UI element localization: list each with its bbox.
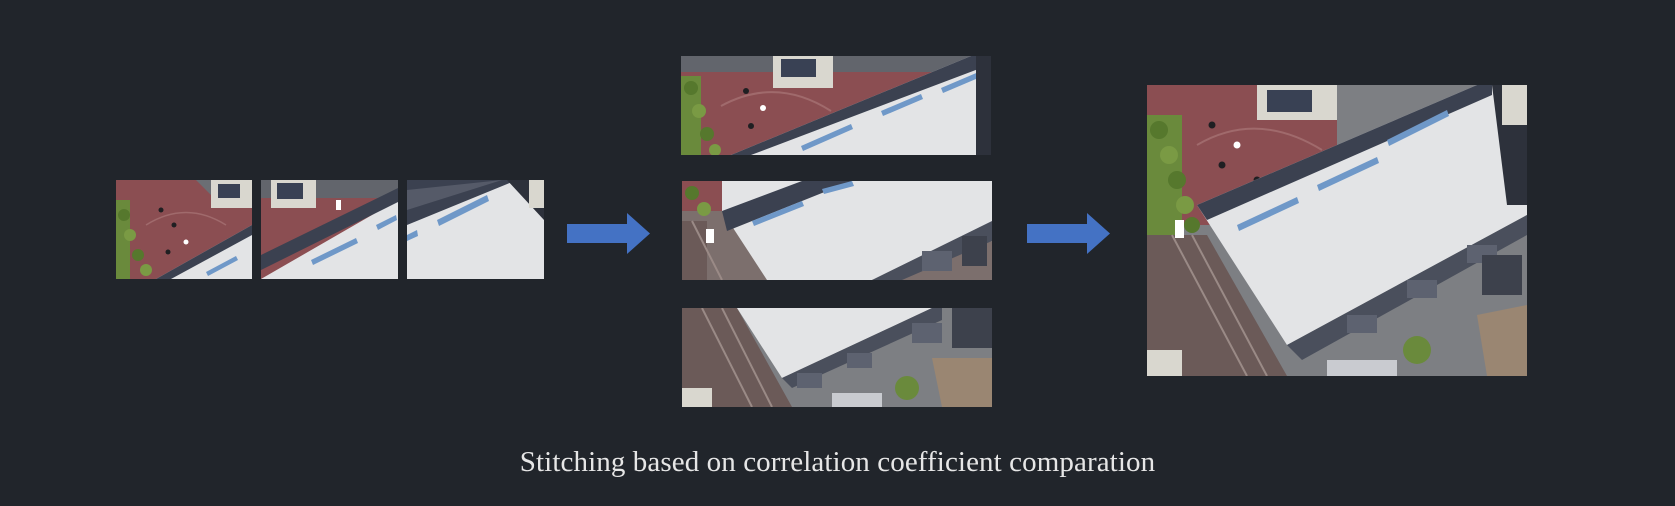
arrow-1-icon — [567, 213, 650, 254]
strip-tile-middle — [682, 181, 992, 280]
strip-tile-bottom — [682, 308, 992, 407]
input-tile-3 — [407, 180, 544, 279]
strip-tile-top — [681, 56, 991, 155]
input-tile-1 — [116, 180, 252, 279]
diagram-caption: Stitching based on correlation coefficie… — [519, 446, 1156, 478]
arrow-2-icon — [1027, 213, 1110, 254]
input-tile-2 — [261, 180, 398, 279]
stitched-result-image — [1147, 85, 1527, 376]
